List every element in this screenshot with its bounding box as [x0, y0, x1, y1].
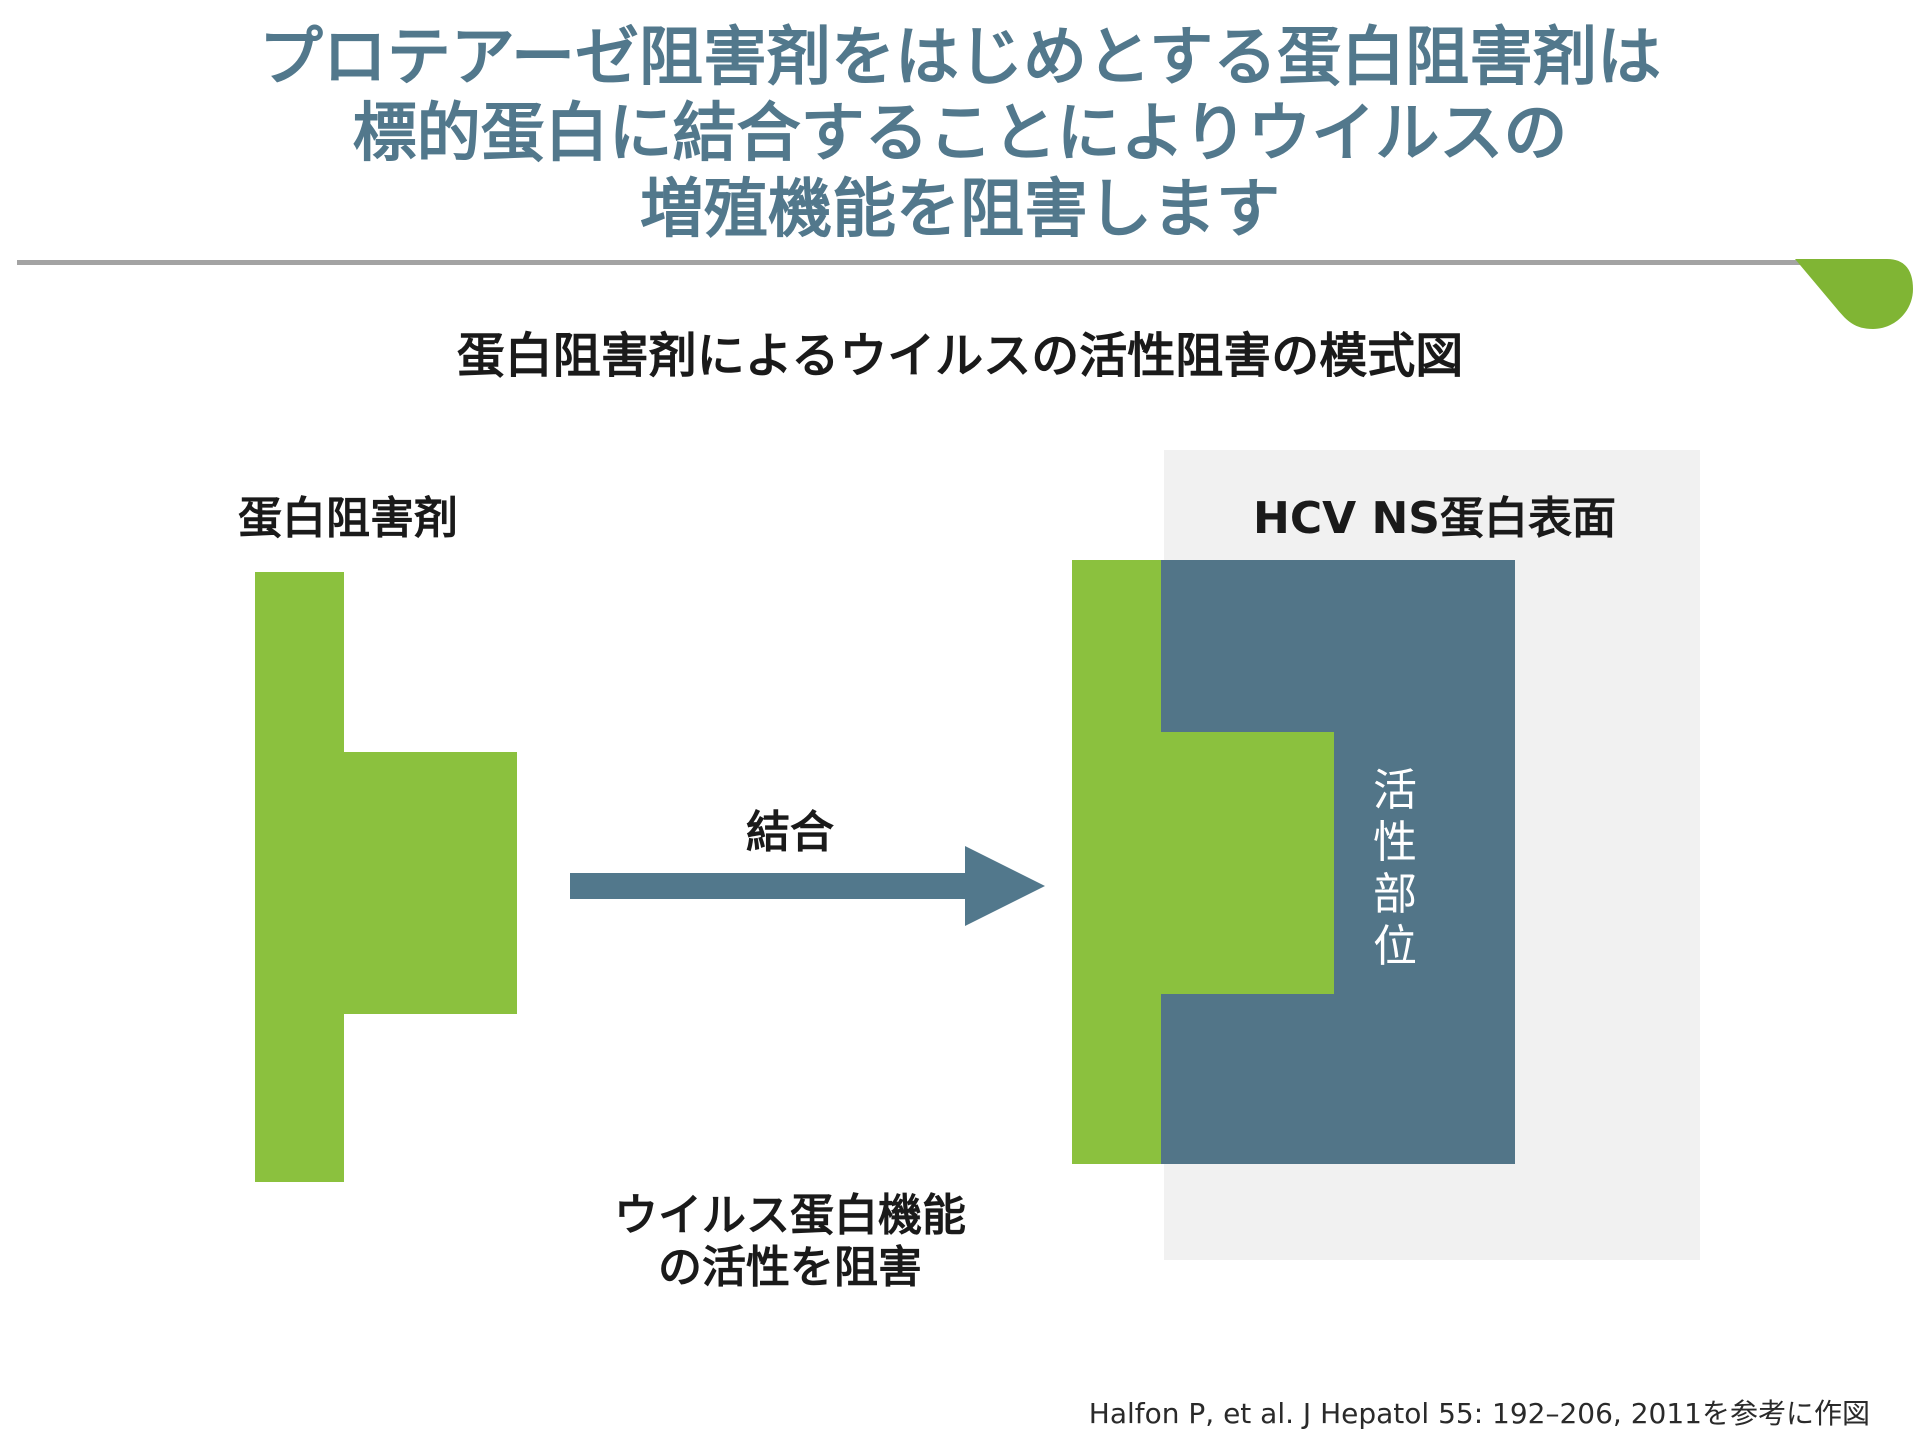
page-title: プロテアーゼ阻害剤をはじめとする蛋白阻害剤は 標的蛋白に結合することによりウイル…	[0, 20, 1920, 248]
inhibition-caption: ウイルス蛋白機能 の活性を阻害	[560, 1190, 1020, 1294]
inhibitor-label: 蛋白阻害剤	[238, 493, 458, 544]
leaf-icon	[1795, 259, 1913, 329]
title-line-2: 標的蛋白に結合することによりウイルスの	[352, 97, 1568, 171]
free-inhibitor-shape	[255, 572, 517, 1182]
active-site-char-2: 性	[1373, 817, 1417, 868]
active-site-char-3: 部	[1373, 869, 1417, 920]
binding-label: 結合	[746, 807, 834, 858]
binding-arrow-shaft	[570, 873, 970, 899]
surface-label: HCV NS蛋白表面	[1253, 493, 1616, 544]
title-divider	[17, 260, 1800, 265]
active-site-label: 活 性 部 位	[1370, 765, 1420, 973]
active-site-char-1: 活	[1373, 765, 1417, 816]
binding-arrow-head	[965, 846, 1045, 926]
title-line-1: プロテアーゼ阻害剤をはじめとする蛋白阻害剤は	[258, 21, 1662, 95]
bound-inhibitor-shape	[1072, 560, 1334, 1164]
diagram-subtitle: 蛋白阻害剤によるウイルスの活性阻害の模式図	[456, 328, 1464, 384]
caption-line-1: ウイルス蛋白機能	[614, 1190, 966, 1241]
title-line-3: 増殖機能を阻害します	[640, 173, 1280, 247]
active-site-char-4: 位	[1373, 921, 1417, 972]
caption-line-2: の活性を阻害	[658, 1242, 922, 1293]
citation: Halfon P, et al. J Hepatol 55: 192–206, …	[1088, 1397, 1870, 1430]
